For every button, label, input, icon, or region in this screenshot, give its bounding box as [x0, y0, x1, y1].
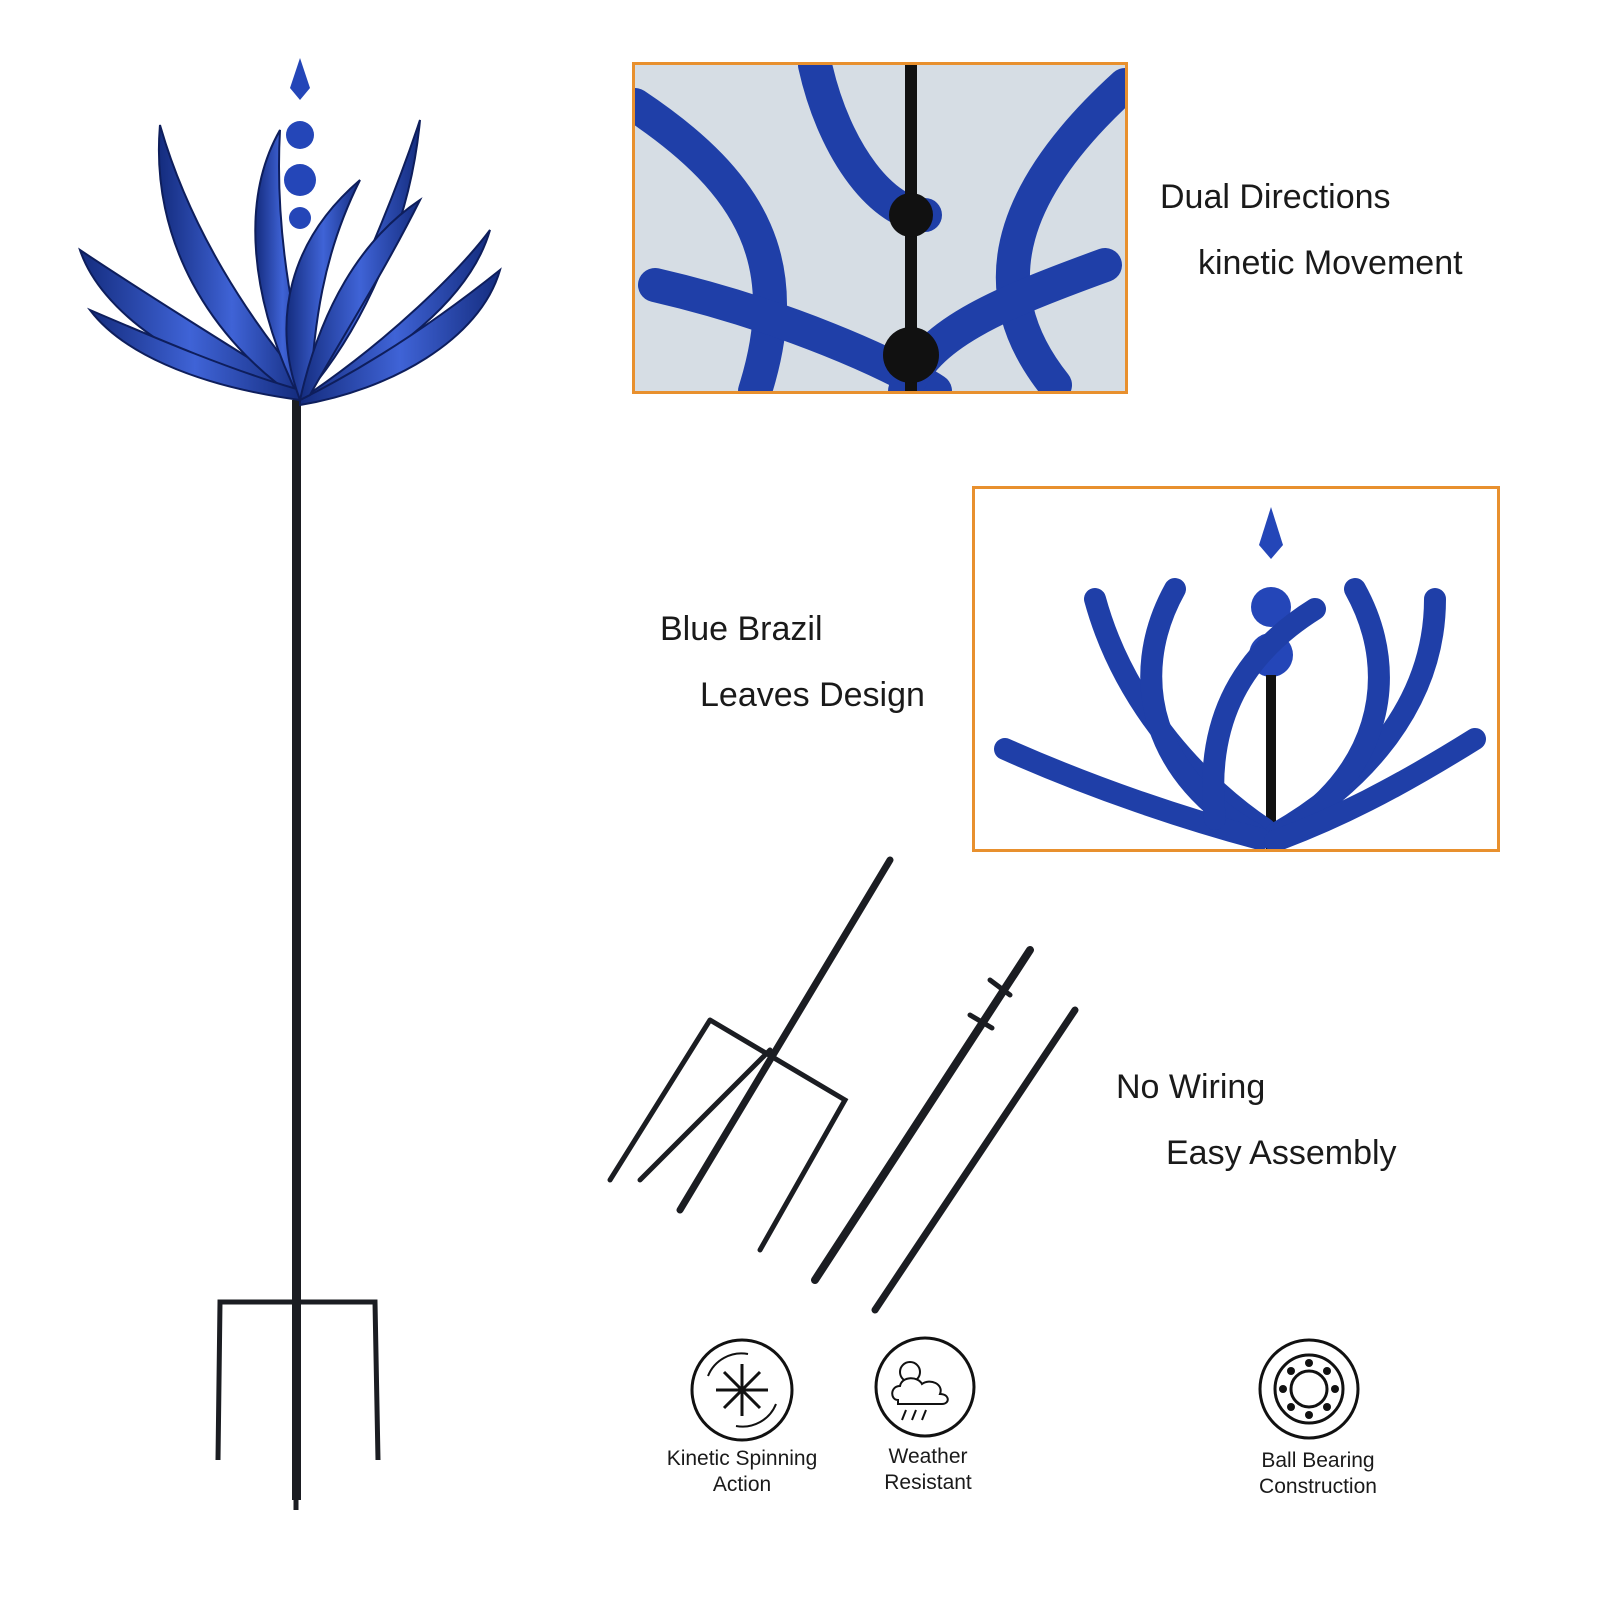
badge-kinetic-line1: Kinetic Spinning: [666, 1447, 818, 1470]
wind-spinner-illustration: [78, 58, 502, 1510]
ball-bearing-icon: [1258, 1338, 1360, 1440]
spinning-arrows-icon: [690, 1338, 794, 1442]
assembly-parts-illustration: [607, 856, 1079, 1314]
feature-leaves-line2: Leaves Design: [700, 676, 925, 714]
weather-cloud-icon: [874, 1336, 976, 1438]
feature-dual-line2: kinetic Movement: [1198, 244, 1463, 282]
badge-weather-line2: Resistant: [884, 1471, 972, 1494]
badge-weather-line1: Weather: [888, 1445, 968, 1468]
feature-leaves-line1: Blue Brazil: [660, 610, 823, 648]
leaves-design-photo: [972, 486, 1500, 852]
spinner-closeup-photo: [632, 62, 1128, 394]
feature-assembly-line2: Easy Assembly: [1166, 1134, 1397, 1172]
spinner-closeup-drawing: [635, 65, 1125, 391]
badge-bearing-line2: Construction: [1259, 1475, 1377, 1498]
leaves-design-drawing: [975, 489, 1497, 849]
feature-dual-line1: Dual Directions: [1160, 178, 1391, 216]
feature-assembly-line1: No Wiring: [1116, 1068, 1266, 1106]
badge-bearing-line1: Ball Bearing: [1261, 1449, 1375, 1472]
badge-kinetic-line2: Action: [712, 1473, 772, 1496]
